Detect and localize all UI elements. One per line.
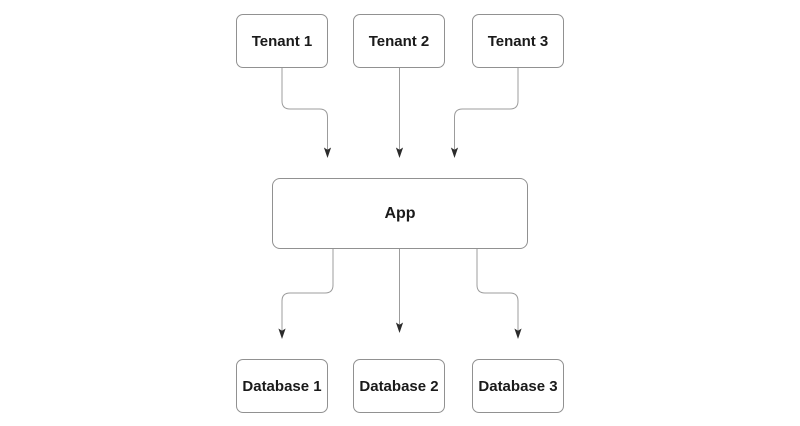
edge-line (476, 249, 519, 331)
edge-app-db2 (395, 249, 404, 333)
node-app: App (272, 178, 528, 249)
node-tenant-1: Tenant 1 (236, 14, 328, 68)
edge-arrowhead-icon (395, 322, 404, 333)
edge-arrowhead-icon (450, 147, 459, 158)
node-database-2: Database 2 (353, 359, 445, 413)
edge-tenant3-app (450, 68, 519, 158)
edge-line (281, 68, 328, 150)
edge-app-db3 (476, 249, 522, 339)
edge-app-db1 (278, 249, 334, 339)
node-tenant-3: Tenant 3 (472, 14, 564, 68)
node-tenant-2: Tenant 2 (353, 14, 445, 68)
edge-line (454, 68, 519, 150)
edge-arrowhead-icon (395, 147, 404, 158)
node-database-1: Database 1 (236, 359, 328, 413)
edge-arrowhead-icon (323, 147, 332, 158)
edge-arrowhead-icon (514, 328, 522, 339)
edge-line (281, 249, 334, 331)
edge-tenant2-app (395, 68, 404, 158)
edge-tenant1-app (281, 68, 332, 158)
edge-arrowhead-icon (278, 328, 286, 339)
node-database-3: Database 3 (472, 359, 564, 413)
